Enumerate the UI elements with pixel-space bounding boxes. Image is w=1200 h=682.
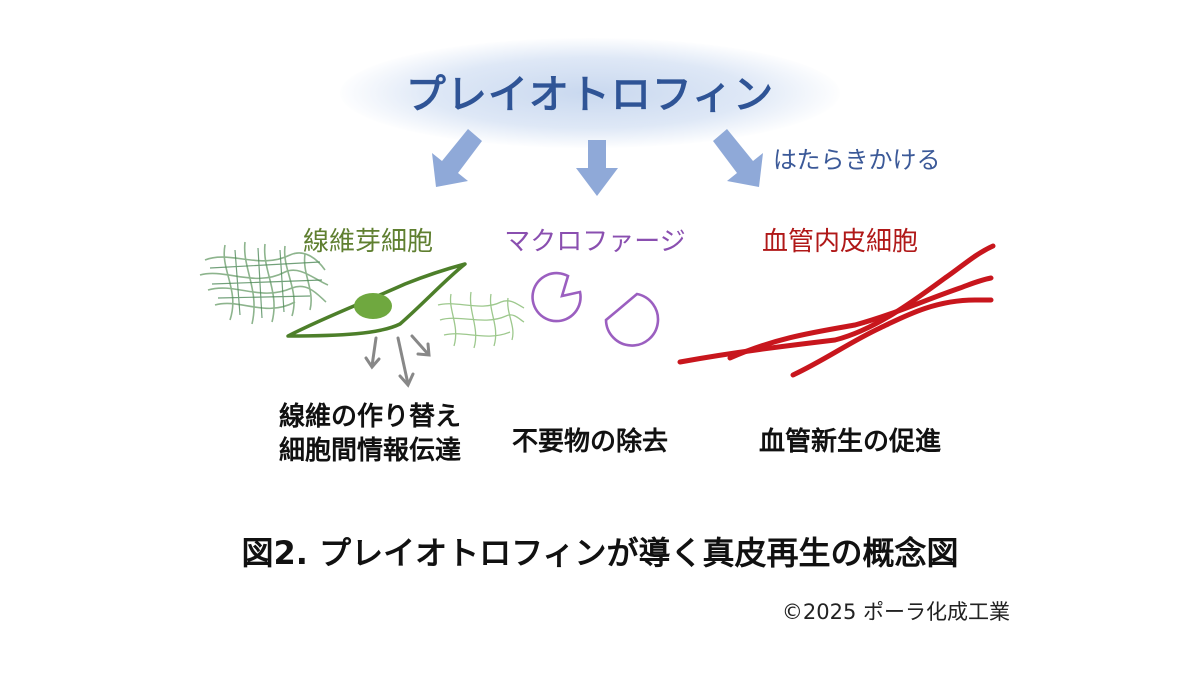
main-title: プレイオトロフィン: [405, 72, 775, 118]
figure-caption: 図2. プレイオトロフィンが導く真皮再生の概念図: [241, 534, 959, 572]
action-label: はたらきかける: [773, 146, 941, 174]
copyright-text: ©2025 ポーラ化成工業: [781, 600, 1010, 624]
macrophage-label: マクロファージ: [504, 227, 686, 257]
macrophage-cell-icon: [531, 271, 660, 347]
fibroblast-effect-line1: 線維の作り替え: [278, 402, 461, 432]
fibroblast-effect-line2: 細胞間情報伝達: [278, 436, 461, 466]
macrophage-effect: 不要物の除去: [511, 427, 668, 457]
fibroblast-cell-icon: [286, 262, 467, 338]
secretion-arrows-icon: [364, 334, 431, 388]
arrow-down-icon: [576, 140, 618, 196]
arrow-down-right-icon: [713, 129, 763, 187]
endothelial-effect: 血管新生の促進: [758, 427, 941, 457]
endothelial-label: 血管内皮細胞: [761, 227, 918, 257]
fiber-mesh-icon: [199, 241, 329, 325]
fibroblast-effect: 線維の作り替え 細胞間情報伝達: [230, 400, 510, 468]
title-glow: [340, 38, 840, 148]
fiber-mesh-icon-small: [437, 291, 525, 349]
fibroblast-label: 線維芽細胞: [302, 227, 433, 257]
blood-vessel-icon: [677, 243, 996, 378]
arrow-down-left-icon: [432, 129, 482, 187]
